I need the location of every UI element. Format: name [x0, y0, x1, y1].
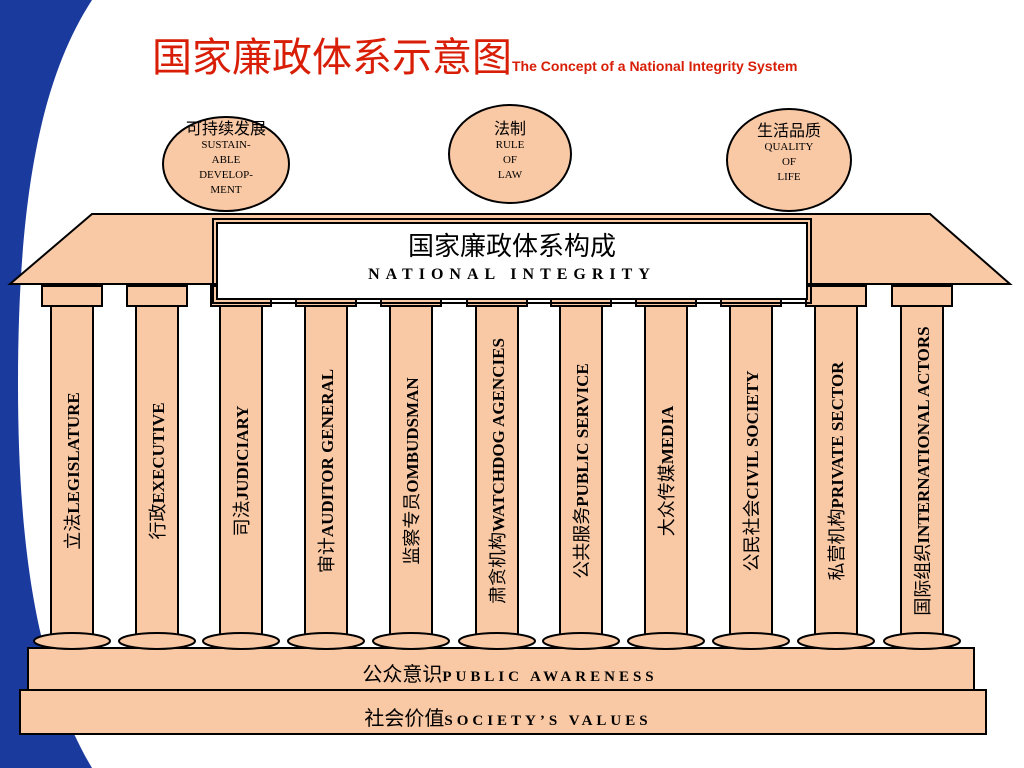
- foundation-english: PUBLIC AWARENESS: [442, 669, 658, 685]
- pillar-english: EXECUTIVE: [149, 402, 168, 504]
- goal-rule-of-law: 法制 RULE OF LAW: [448, 104, 572, 204]
- pillar-label-judiciary: 司法JUDICIARY: [228, 406, 254, 537]
- goal-chinese: 可持续发展: [185, 119, 266, 138]
- pillar-chinese: 私营机构: [827, 508, 848, 581]
- goal-english-line: LAW: [497, 169, 523, 181]
- foundation-chinese: 公众意识: [362, 662, 443, 686]
- goal-quality-of-life: 生活品质 QUALITY OF LIFE: [726, 108, 852, 212]
- pillar-base: [202, 632, 280, 650]
- pillar-label-ombudsman: 监察专员OMBUDSMAN: [398, 377, 424, 564]
- goal-english-line: ABLE: [211, 154, 241, 166]
- pillar-chinese: 公民社会: [742, 499, 763, 572]
- goal-english-line: OF: [502, 154, 518, 166]
- pillar-base: [33, 632, 111, 650]
- goal-english-line: OF: [781, 156, 797, 168]
- pillar-english: PUBLIC SERVICE: [573, 363, 592, 507]
- title-chinese: 国家廉政体系示意图: [152, 35, 512, 81]
- slide-title: 国家廉政体系示意图The Concept of a National Integ…: [152, 38, 798, 78]
- pillar-chinese: 行政: [148, 503, 169, 540]
- goal-chinese: 法制: [493, 119, 526, 138]
- pillar-english: MEDIA: [658, 405, 677, 465]
- pillar-capital: [41, 285, 103, 307]
- pillar-label-civil-society: 公民社会CIVIL SOCIETY: [738, 371, 764, 572]
- pillar-base: [712, 632, 790, 650]
- pillar-shaft: [135, 305, 179, 637]
- goal-english-line: QUALITY: [764, 141, 814, 153]
- pillar-label-international-actors: 国际组织INTERNATIONAL ACTORS: [909, 326, 935, 615]
- pillar-capital: [891, 285, 953, 307]
- pillar-english: AUDITOR GENERAL: [318, 368, 337, 538]
- pillar-chinese: 大众传媒: [657, 464, 678, 537]
- pillar-english: PRIVATE SECTOR: [828, 361, 847, 509]
- pillar-shaft: [814, 305, 858, 637]
- pillar-english: WATCHDOG AGENCIES: [489, 338, 508, 532]
- pillar-chinese: 审计: [317, 537, 338, 574]
- goal-chinese: 生活品质: [756, 121, 821, 140]
- pillar-shaft: [50, 305, 94, 637]
- goal-english-line: LIFE: [777, 171, 801, 183]
- pillar-shaft: [304, 305, 348, 637]
- pillar-english: JUDICIARY: [233, 405, 252, 501]
- title-english: The Concept of a National Integrity Syst…: [512, 58, 798, 74]
- pillar-label-public-service: 公共服务PUBLIC SERVICE: [568, 363, 594, 578]
- pillar-chinese: 肃贪机构: [488, 531, 509, 604]
- pillar-base: [542, 632, 620, 650]
- pillar-shaft: [389, 305, 433, 637]
- roof-chinese: 国家廉政体系构成: [407, 232, 616, 262]
- pillar-chinese: 监察专员: [402, 492, 423, 565]
- pillar-shaft: [559, 305, 603, 637]
- pillar-shaft: [644, 305, 688, 637]
- pillar-shaft: [219, 305, 263, 637]
- pillar-base: [118, 632, 196, 650]
- goal-sustainable-development: 可持续发展 SUSTAIN- ABLE DEVELOP- MENT: [162, 116, 290, 212]
- goal-english-line: RULE: [495, 139, 525, 151]
- pillar-base: [883, 632, 961, 650]
- pillar-base: [797, 632, 875, 650]
- pillar-shaft: [729, 305, 773, 637]
- pillar-base: [458, 632, 536, 650]
- pillar-label-auditor-general: 审计AUDITOR GENERAL: [313, 369, 339, 573]
- pillar-label-media: 大众传媒MEDIA: [653, 406, 679, 537]
- goal-english-line: DEVELOP-: [199, 169, 253, 181]
- pillar-english: INTERNATIONAL ACTORS: [914, 326, 933, 544]
- pillar-label-private-sector: 私营机构PRIVATE SECTOR: [823, 362, 849, 581]
- pillar-capital: [126, 285, 188, 307]
- pillar-english: LEGISLATURE: [64, 392, 83, 514]
- foundation-public-awareness: 公众意识PUBLIC AWARENESS: [30, 658, 990, 687]
- pillar-chinese: 公共服务: [572, 506, 593, 579]
- foundation-society-values: 社会价值SOCIETY’S VALUES: [20, 702, 996, 731]
- pillar-base: [372, 632, 450, 650]
- pillar-label-legislature: 立法LEGISLATURE: [59, 392, 85, 550]
- pillar-chinese: 立法: [63, 513, 84, 550]
- foundation-public-awareness-slab: [27, 647, 975, 691]
- pillar-english: CIVIL SOCIETY: [743, 370, 762, 500]
- pillar-label-watchdog-agencies: 肃贪机构WATCHDOG AGENCIES: [484, 338, 510, 604]
- foundation-chinese: 社会价值: [364, 706, 445, 730]
- pillar-english: OMBUDSMAN: [403, 377, 422, 493]
- pillar-chinese: 国际组织: [913, 543, 934, 616]
- roof-english: NATIONAL INTEGRITY: [368, 266, 656, 283]
- pillar-shaft: [475, 305, 519, 637]
- pillar-chinese: 司法: [232, 500, 253, 537]
- goal-english-line: SUSTAIN-: [201, 139, 251, 151]
- roof-label-box: 国家廉政体系构成 NATIONAL INTEGRITY: [212, 218, 812, 304]
- left-blue-band: [0, 0, 92, 768]
- goal-english-line: MENT: [210, 184, 242, 196]
- pillar-base: [627, 632, 705, 650]
- pillar-capital: [805, 285, 867, 307]
- pillar-base: [287, 632, 365, 650]
- foundation-english: SOCIETY’S VALUES: [444, 713, 652, 729]
- pillar-label-executive: 行政EXECUTIVE: [144, 402, 170, 539]
